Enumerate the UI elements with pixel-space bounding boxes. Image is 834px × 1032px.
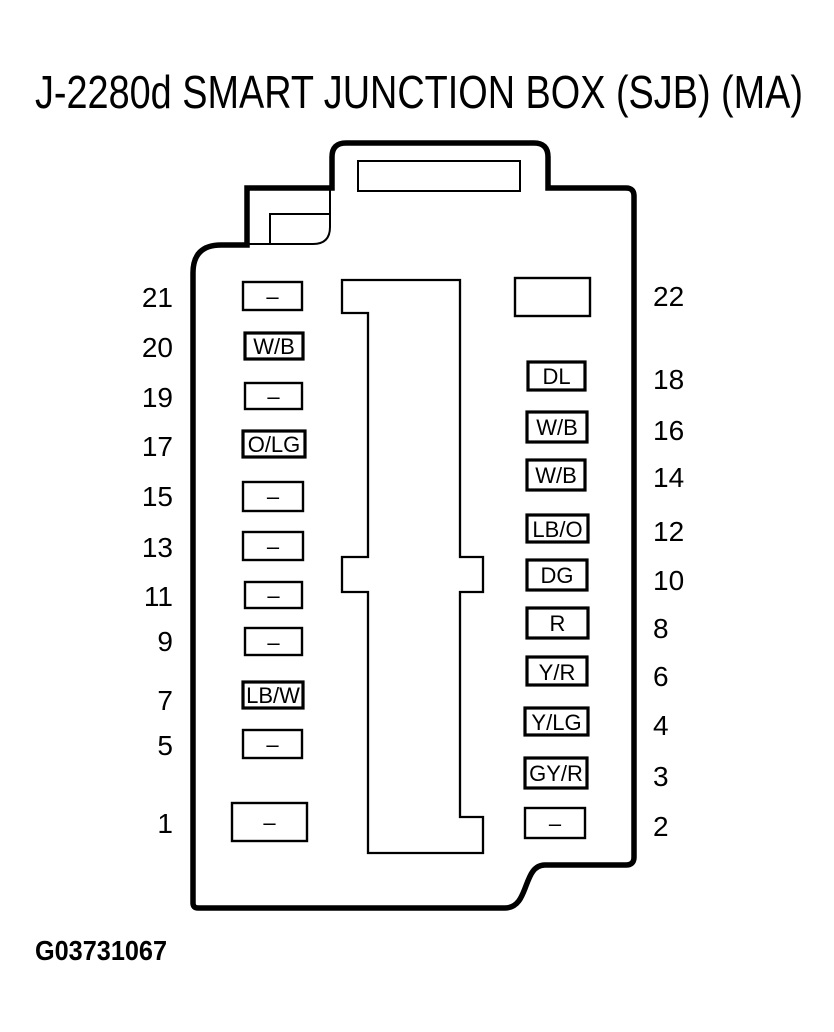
pin-box (523, 706, 590, 737)
pin-wire-label: R (550, 611, 566, 636)
pin-wire-label: – (267, 534, 280, 559)
pin-box (525, 606, 590, 640)
pin-box (243, 580, 304, 610)
pin-number: 2 (653, 811, 669, 842)
pin-box (230, 801, 309, 843)
pin-number: 11 (144, 581, 173, 612)
pin-left-7: LB/W 7 (157, 680, 305, 716)
pin-left-11: – 11 (144, 580, 304, 612)
pin-wire-label: O/LG (248, 432, 301, 457)
pin-box (525, 458, 587, 492)
pin-left-1: – 1 (157, 801, 309, 843)
pin-right-2: – 2 (523, 806, 669, 842)
pin-left-20: W/B 20 (142, 331, 305, 363)
pin-number: 10 (653, 565, 684, 596)
pin-wire-label: W/B (253, 334, 295, 359)
pin-wire-label: GY/R (529, 761, 583, 786)
pin-number: 7 (157, 685, 173, 716)
pin-box (243, 626, 304, 657)
pin-wire-label: DL (542, 364, 570, 389)
pin-left-17: O/LG 17 (142, 429, 307, 462)
pin-box (523, 806, 587, 840)
pin-number: 8 (653, 613, 669, 644)
pin-number: 14 (653, 462, 684, 493)
pin-number: 13 (142, 532, 173, 563)
pin-wire-label: – (267, 630, 280, 655)
pin-number: 19 (142, 382, 173, 413)
pin-right-3: GY/R 3 (523, 756, 669, 792)
pin-box (241, 680, 305, 710)
pin-wire-label: – (267, 384, 280, 409)
pin-number: 21 (142, 282, 173, 313)
pin-number: 3 (653, 761, 669, 792)
pin-box (525, 655, 589, 687)
pin-wire-label: Y/R (539, 660, 576, 685)
pin-box (241, 530, 305, 562)
pin-right-8: R 8 (525, 606, 669, 644)
pin-left-21: – 21 (142, 280, 304, 313)
connector-left-step-latch (269, 213, 330, 244)
pin-number: 9 (157, 626, 173, 657)
pin-wire-label: W/B (535, 463, 577, 488)
pin-box (513, 276, 592, 318)
pin-number: 5 (157, 730, 173, 761)
connector-left-step-detail (247, 190, 331, 245)
pin-left-13: – 13 (142, 530, 305, 563)
pin-box (243, 381, 304, 411)
connector-body-outline (190, 140, 637, 911)
pin-number: 4 (653, 710, 669, 741)
pin-right-18: DL 18 (526, 360, 684, 395)
pin-box (525, 513, 590, 544)
pin-box (241, 728, 304, 760)
pin-box (526, 360, 587, 392)
pin-number: 18 (653, 364, 684, 395)
pin-box (525, 558, 589, 592)
pin-wire-label: – (267, 484, 280, 509)
pin-number: 17 (142, 431, 173, 462)
pin-box (243, 331, 305, 361)
pin-box (523, 756, 589, 790)
pin-number: 1 (157, 808, 173, 839)
pin-wire-label: – (266, 732, 279, 757)
pin-number: 22 (653, 281, 684, 312)
pin-wire-label: W/B (536, 415, 578, 440)
pin-wire-label: DG (541, 563, 574, 588)
pin-wire-label: – (263, 810, 276, 835)
pin-right-14: W/B 14 (525, 458, 684, 493)
pin-number: 6 (653, 661, 669, 692)
pin-right-4: Y/LG 4 (523, 706, 669, 741)
pin-wire-label: Y/LG (531, 710, 581, 735)
figure-code: G03731067 (35, 935, 167, 966)
pin-box (241, 429, 307, 459)
pin-left-19: – 19 (142, 381, 304, 413)
pin-right-22: 22 (513, 276, 684, 318)
pin-wire-label: – (266, 284, 279, 309)
pin-box (241, 480, 305, 513)
pin-left-9: – 9 (157, 626, 304, 657)
pin-right-12: LB/O 12 (525, 513, 684, 547)
pin-number: 20 (142, 332, 173, 363)
connector-center-keyway (340, 278, 485, 855)
pin-number: 16 (653, 415, 684, 446)
pin-wire-label: – (549, 811, 562, 836)
pin-left-15: – 15 (142, 480, 305, 513)
pin-right-10: DG 10 (525, 558, 684, 596)
pin-box (525, 410, 589, 444)
pin-number: 12 (653, 516, 684, 547)
pin-left-5: – 5 (157, 728, 304, 761)
pin-right-6: Y/R 6 (525, 655, 669, 692)
connector-top-tab-inner (357, 160, 521, 192)
pin-right-16: W/B 16 (525, 410, 684, 446)
pin-wire-label: LB/W (246, 683, 300, 708)
pin-number: 15 (142, 481, 173, 512)
pin-wire-label: – (267, 583, 280, 608)
pin-wire-label: LB/O (532, 517, 582, 542)
pin-box (241, 280, 304, 312)
diagram-title: J-2280d SMART JUNCTION BOX (SJB) (MA) (35, 66, 803, 118)
